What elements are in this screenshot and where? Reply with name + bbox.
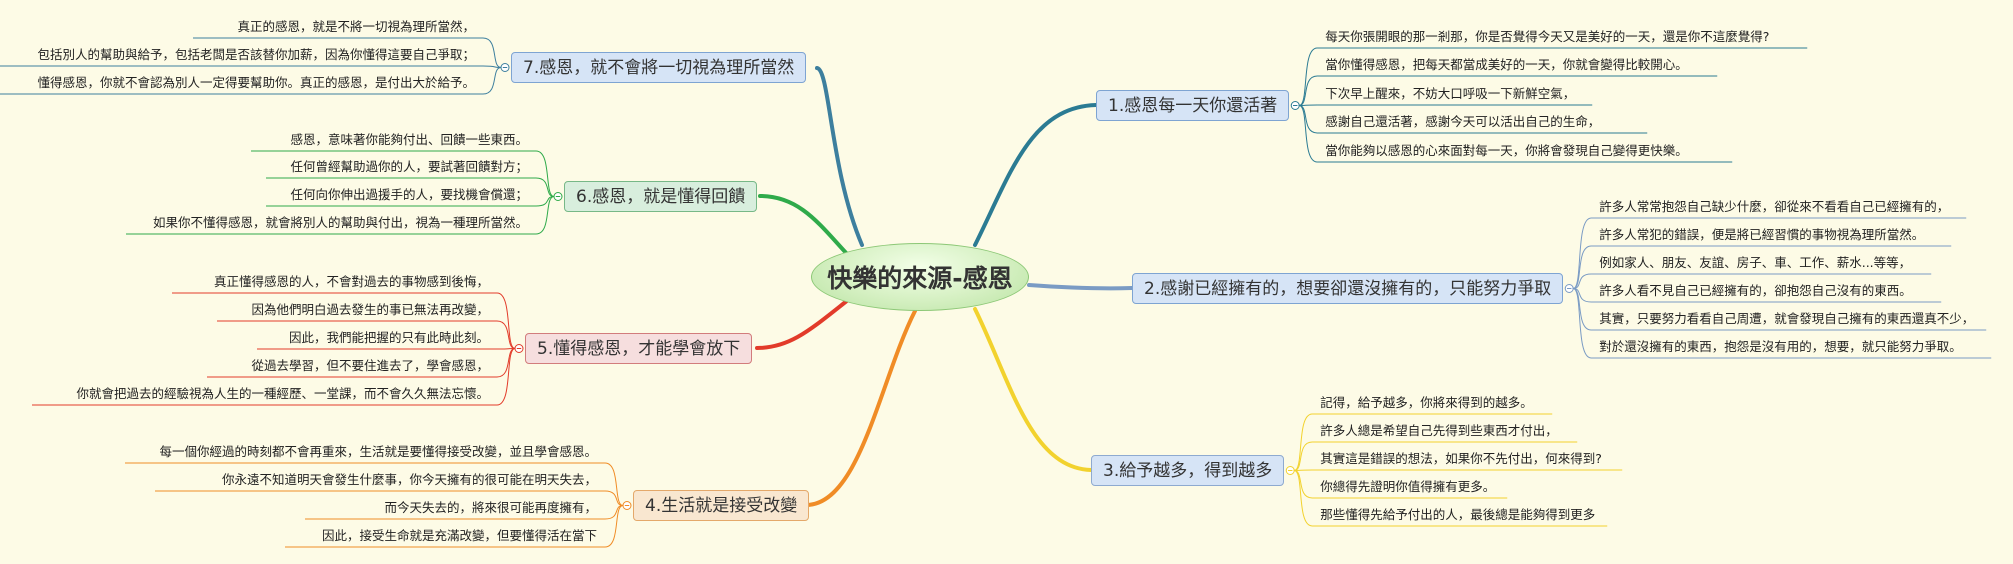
- leaf-4-4[interactable]: 因此，接受生命就是充滿改變，但要懂得活在當下: [321, 528, 597, 543]
- leaf-2-6[interactable]: 對於還沒擁有的東西，抱怨是沒有用的，想要，就只能努力爭取。: [1599, 339, 1962, 354]
- leaf-5-5[interactable]: 你就會把過去的經驗視為人生的一種經歷、一堂課，而不會久久無法忘懷。: [76, 386, 489, 401]
- leaf-4-1[interactable]: 每一個你經過的時刻都不會再重來，生活就是要懂得接受改變，並且學會感恩。: [159, 444, 597, 459]
- leaf-connector-3-3: [1293, 469, 1313, 471]
- branch-connector-6: [758, 194, 850, 257]
- branch-connector-5: [755, 298, 850, 350]
- leaf-connector-7-3: [482, 67, 502, 95]
- leaf-connector-1-1: [1298, 47, 1318, 106]
- leaf-3-1[interactable]: 記得，給予越多，你將來得到的越多。: [1320, 395, 1533, 410]
- leaf-5-4[interactable]: 從過去學習，但不要住進去了，學會感恩，: [251, 358, 489, 373]
- leaf-1-4[interactable]: 感謝自己還活著，感謝今天可以活出自己的生命，: [1325, 114, 1601, 129]
- leaf-1-1[interactable]: 每天你張開眼的那一剎那，你是否覺得今天又是美好的一天，還是你不這麼覺得?: [1325, 29, 1770, 44]
- leaf-2-2[interactable]: 許多人常犯的錯誤，便是將已經習慣的事物視為理所當然。: [1599, 227, 1925, 242]
- leaf-3-4[interactable]: 你總得先證明你值得擁有更多。: [1320, 479, 1496, 494]
- leaf-connector-4-1: [604, 462, 624, 506]
- leaf-7-1[interactable]: 真正的感恩，就是不將一切視為理所當然，: [237, 19, 475, 34]
- branch-connector-1: [973, 103, 1098, 247]
- leaf-connector-1-2: [1298, 75, 1318, 106]
- leaf-4-2[interactable]: 你永遠不知道明天會發生什麼事，你今天擁有的很可能在明天失去，: [221, 472, 597, 487]
- leaf-connector-3-5: [1293, 470, 1313, 527]
- leaf-connector-1-5: [1298, 105, 1318, 163]
- leaf-connector-1-3: [1298, 104, 1318, 106]
- leaf-1-5[interactable]: 當你能夠以感恩的心來面對每一天，你將會發現自己變得更快樂。: [1325, 143, 1688, 158]
- topic-1[interactable]: 1.感恩每一天你還活著: [1096, 90, 1290, 121]
- leaf-6-4[interactable]: 如果你不懂得感恩，就會將別人的幫助與付出，視為一種理所當然。: [152, 215, 528, 230]
- leaf-connector-7-1: [482, 37, 502, 68]
- leaf-connector-2-5: [1572, 288, 1592, 331]
- leaf-2-1[interactable]: 許多人常常抱怨自己缺少什麼，卻從來不看看自己已經擁有的，: [1599, 199, 1950, 214]
- leaf-2-5[interactable]: 其實，只要努力看看自己周遭，就會發現自己擁有的東西還真不少，: [1599, 311, 1975, 326]
- leaf-connector-2-3: [1572, 273, 1592, 289]
- leaf-5-2[interactable]: 因為他們明白過去發生的事已無法再改變，: [251, 302, 489, 317]
- leaf-connector-4-2: [604, 490, 624, 506]
- leaf-connector-2-2: [1572, 245, 1592, 289]
- leaf-6-2[interactable]: 任何曾經幫助過你的人，要試著回饋對方；: [290, 159, 528, 174]
- leaf-connector-6-1: [535, 150, 555, 197]
- leaf-connector-5-2: [496, 320, 516, 349]
- leaf-5-3[interactable]: 因此，我們能把握的只有此時此刻。: [288, 330, 489, 345]
- leaf-7-3[interactable]: 懂得感恩，你就不會認為別人一定得要幫助你。真正的感恩，是付出大於給予。: [37, 75, 475, 90]
- branch-connector-7: [815, 66, 864, 247]
- topic-4[interactable]: 4.生活就是接受改變: [633, 490, 810, 521]
- leaf-6-3[interactable]: 任何向你伸出過援手的人，要找機會償還；: [290, 187, 528, 202]
- leaf-1-3[interactable]: 下次早上醒來，不妨大口呼吸一下新鮮空氣，: [1325, 86, 1576, 101]
- leaf-2-3[interactable]: 例如家人、朋友、友誼、房子、車、工作、薪水...等等，: [1599, 255, 1912, 270]
- topic-5[interactable]: 5.懂得感恩，才能學會放下: [525, 333, 753, 364]
- leaf-connector-5-1: [496, 292, 516, 349]
- leaf-connector-5-5: [496, 348, 516, 406]
- topic-6[interactable]: 6.感恩，就是懂得回饋: [564, 181, 758, 212]
- topic-3[interactable]: 3.給予越多，得到越多: [1091, 455, 1285, 486]
- leaf-3-5[interactable]: 那些懂得先給予付出的人，最後總是能夠得到更多: [1320, 507, 1596, 522]
- leaf-connector-1-4: [1298, 105, 1318, 134]
- leaf-2-4[interactable]: 許多人看不見自己已經擁有的，卻抱怨自己沒有的東西。: [1599, 283, 1912, 298]
- branch-connector-3: [973, 307, 1093, 472]
- branch-connector-4: [804, 309, 917, 507]
- leaf-3-3[interactable]: 其實這是錯誤的想法，如果你不先付出，何來得到?: [1320, 451, 1602, 466]
- central-topic[interactable]: 快樂的來源-感恩: [811, 243, 1029, 311]
- topic-7[interactable]: 7.感恩，就不會將一切視為理所當然: [511, 52, 807, 83]
- leaf-connector-5-4: [496, 348, 516, 378]
- leaf-4-3[interactable]: 而今天失去的，將來很可能再度擁有，: [384, 500, 597, 515]
- branch-connector-2: [1027, 283, 1134, 291]
- leaf-5-1[interactable]: 真正懂得感恩的人，不會對過去的事物感到後悔，: [213, 274, 489, 289]
- leaf-connector-3-1: [1293, 413, 1313, 471]
- leaf-7-2[interactable]: 包括別人的幫助與給予，包括老闆是否該替你加薪，因為你懂得這要自己爭取；: [37, 47, 475, 62]
- leaf-connector-6-2: [535, 177, 555, 197]
- leaf-connector-3-2: [1293, 441, 1313, 471]
- leaf-3-2[interactable]: 許多人總是希望自己先得到些東西才付出，: [1320, 423, 1558, 438]
- leaf-connector-2-6: [1572, 288, 1592, 359]
- leaf-connector-4-4: [604, 505, 624, 548]
- leaf-connector-2-1: [1572, 217, 1592, 289]
- topic-2[interactable]: 2.感謝已經擁有的，想要卻還沒擁有的，只能努力爭取: [1132, 273, 1564, 304]
- leaf-1-2[interactable]: 當你懂得感恩，把每天都當成美好的一天，你就會變得比較開心。: [1325, 57, 1688, 72]
- leaf-6-1[interactable]: 感恩，意味著你能夠付出、回饋一些東西。: [290, 132, 528, 147]
- leaf-connector-3-4: [1293, 470, 1313, 499]
- leaf-connector-6-4: [535, 196, 555, 235]
